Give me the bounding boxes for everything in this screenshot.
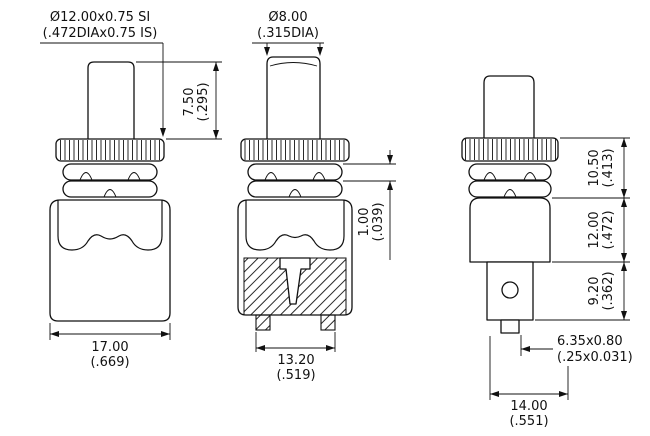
mid-height-inch-label: (.472) (601, 210, 616, 249)
section-width-inch-label: (.519) (276, 368, 315, 383)
arrowhead (326, 345, 335, 351)
terminal-hole (501, 281, 519, 299)
washer-row (247, 180, 343, 198)
section-button (266, 56, 321, 139)
section-width-dimension: 13.20 (.519) (255, 332, 336, 383)
front-washer-stack (62, 163, 158, 198)
thread-inch-label: (.472DIAx0.75 IS) (43, 26, 158, 41)
button-dia-inch-label: (.315DIA) (257, 26, 319, 41)
arrowhead (160, 128, 166, 137)
button-dia-metric-label: Ø8.00 (268, 10, 307, 25)
washer-row (247, 163, 343, 181)
thread-dimension: Ø12.00x0.75 SI (.472DIAx0.75 IS) (40, 10, 166, 137)
arrowhead (264, 47, 270, 56)
lower-height-inch-label: (.362) (601, 271, 616, 310)
washer-wave (503, 189, 517, 198)
front-view: Ø12.00x0.75 SI (.472DIAx0.75 IS) 7.50 (.… (40, 10, 222, 370)
button-height-dimension: 7.50 (.295) (136, 61, 222, 140)
side-terminal-pin (500, 319, 520, 334)
washer-inch-label: (.039) (371, 202, 386, 241)
washer-row (468, 163, 552, 181)
washer-thickness-dimension: 1.00 (.039) (343, 150, 396, 260)
arrowhead (387, 181, 393, 190)
section-washer-stack (247, 163, 343, 198)
upper-height-inch-label: (.413) (601, 148, 616, 187)
arrowhead (621, 262, 627, 271)
side-button (483, 75, 535, 138)
front-body (49, 199, 171, 322)
side-height-dimensions: 10.50 (.413) 12.00 (.472) 9.20 (.362) (535, 137, 630, 321)
side-body (469, 197, 551, 263)
arrowhead (213, 130, 219, 139)
front-width-metric-label: 17.00 (91, 340, 128, 355)
washer-row (468, 180, 552, 198)
upper-height-metric-label: 10.50 (587, 149, 602, 186)
front-clip-spring (57, 200, 163, 251)
mid-height-metric-label: 12.00 (587, 211, 602, 248)
arrowhead (621, 138, 627, 147)
arrowhead (559, 391, 568, 397)
terminal-size-metric-label: 6.35x0.80 (557, 334, 623, 349)
front-width-dimension: 17.00 (.669) (49, 323, 171, 370)
lower-height-metric-label: 9.20 (587, 277, 602, 306)
section-knurl-texture (243, 140, 347, 160)
arrowhead (490, 391, 499, 397)
terminal-size-inch-label: (.25x0.031) (557, 350, 633, 365)
section-button-dome-line (269, 62, 318, 67)
arrowhead (621, 189, 627, 198)
thread-metric-label: Ø12.00x0.75 SI (50, 10, 150, 25)
washer-row (62, 163, 158, 181)
terminal-size-dimension: 6.35x0.80 (.25x0.031) (520, 334, 633, 365)
arrowhead (50, 331, 59, 337)
section-terminal-right (320, 314, 336, 331)
section-clip-spring (245, 200, 345, 251)
side-depth-inch-label: (.551) (509, 414, 548, 429)
arrowhead (521, 346, 530, 352)
washer-wave (79, 172, 141, 181)
arrowhead (213, 62, 219, 71)
button-height-metric-label: 7.50 (182, 88, 197, 117)
arrowhead (621, 253, 627, 262)
front-width-inch-label: (.669) (90, 355, 129, 370)
section-plunger (279, 257, 311, 305)
washer-wave (483, 172, 537, 181)
side-depth-metric-label: 14.00 (510, 399, 547, 414)
section-width-metric-label: 13.20 (277, 353, 314, 368)
section-terminal-left (255, 314, 271, 331)
arrowhead (256, 345, 265, 351)
washer-wave (103, 189, 117, 198)
button-dia-dimension: Ø8.00 (.315DIA) (252, 10, 324, 56)
side-depth-dimension: 14.00 (.551) (489, 336, 569, 429)
side-knurl-texture (464, 139, 556, 160)
washer-wave (264, 172, 326, 181)
side-view: 10.50 (.413) 12.00 (.472) 9.20 (.362) 6.… (461, 75, 633, 429)
washer-wave (288, 189, 302, 198)
arrowhead (387, 155, 393, 164)
front-knurl-texture (58, 140, 162, 160)
arrowhead (161, 331, 170, 337)
arrowhead (317, 47, 323, 56)
washer-row (62, 180, 158, 198)
washer-metric-label: 1.00 (357, 208, 372, 237)
front-button (87, 61, 135, 139)
button-height-inch-label: (.295) (196, 82, 211, 121)
arrowhead (621, 198, 627, 207)
section-view: Ø8.00 (.315DIA) (237, 10, 396, 383)
arrowhead (621, 311, 627, 320)
side-washer-stack (468, 163, 552, 198)
